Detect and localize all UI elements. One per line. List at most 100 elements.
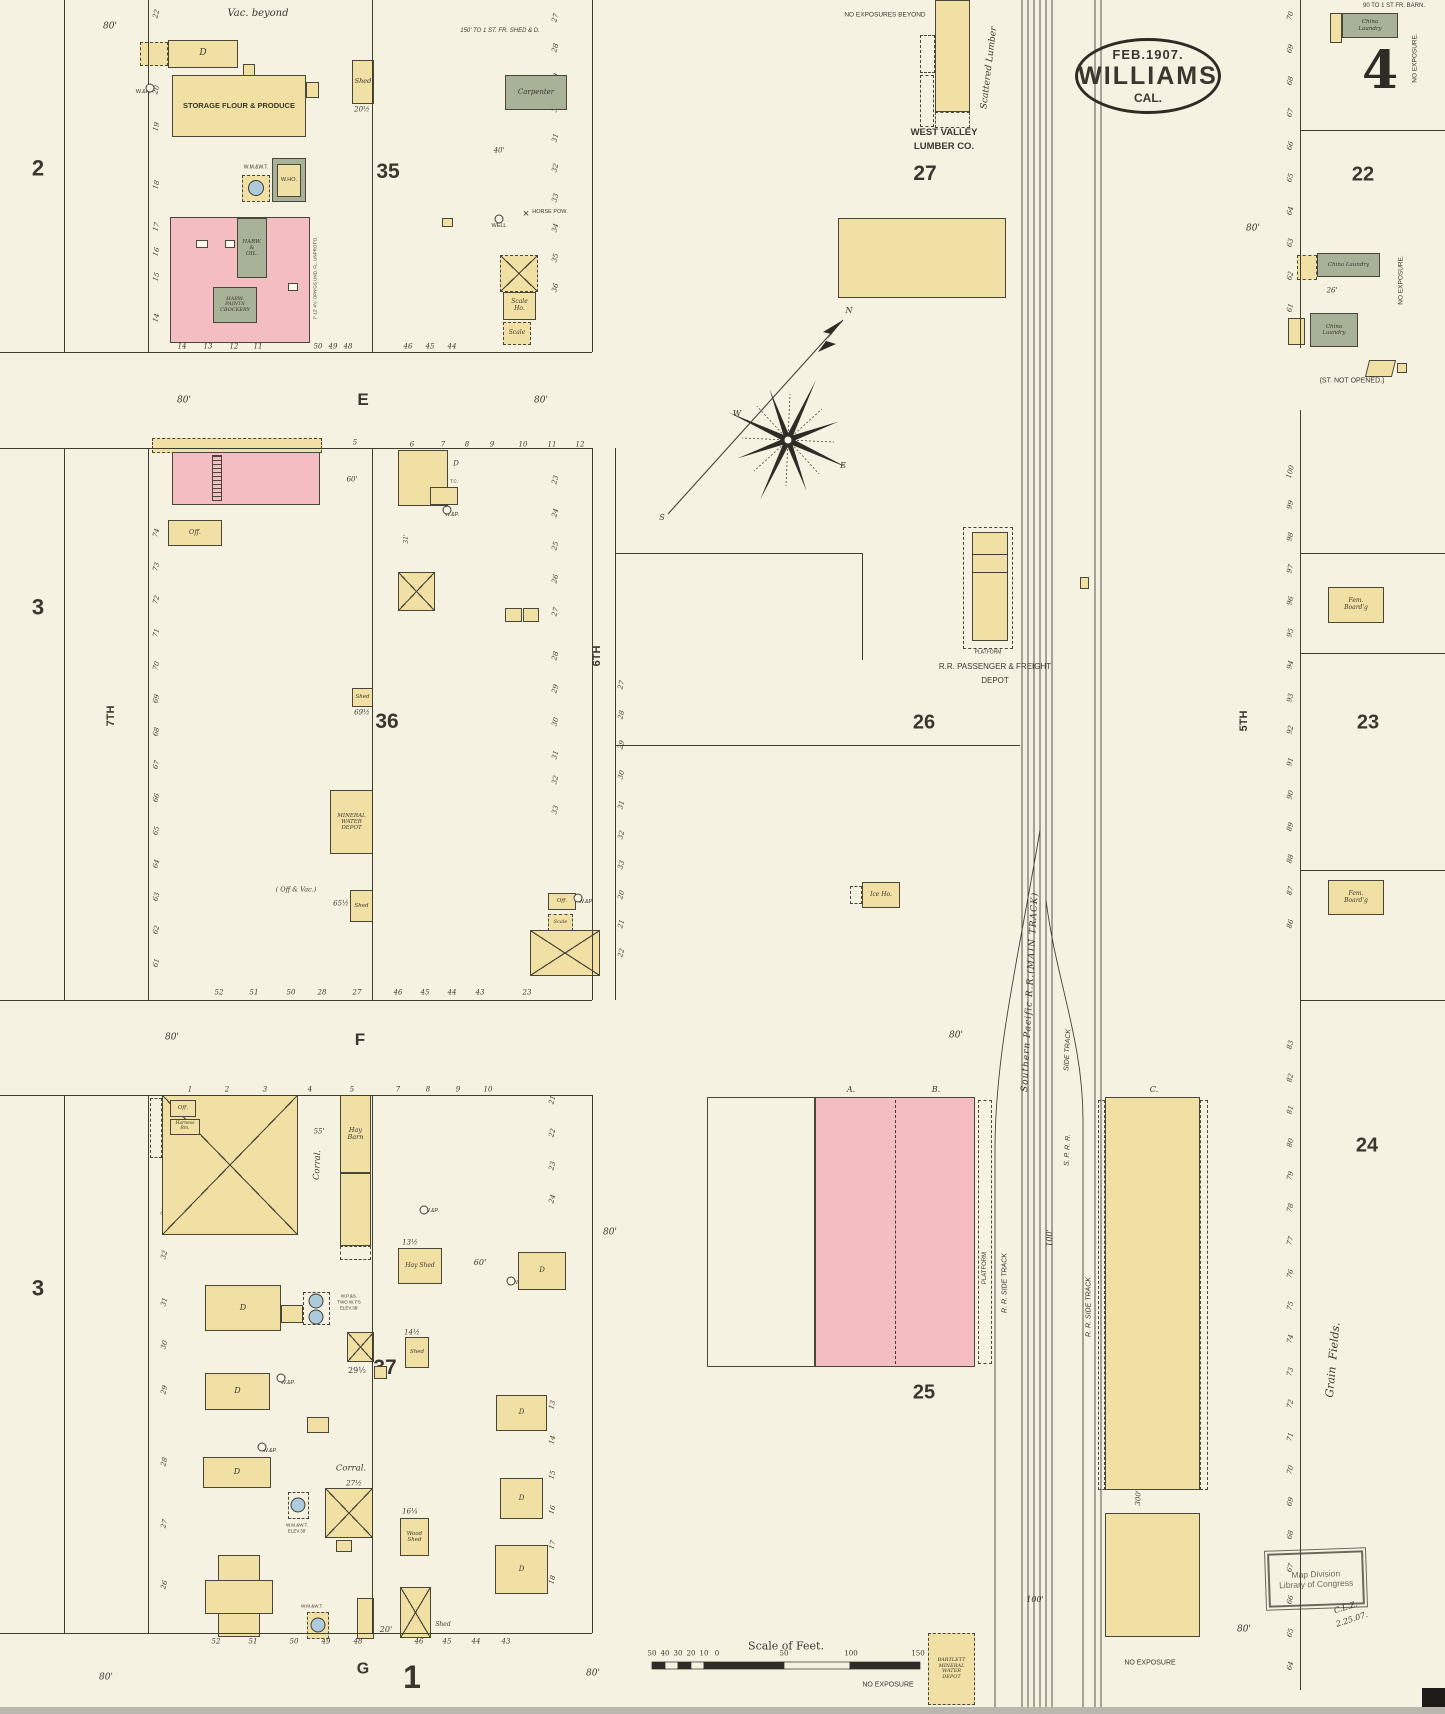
map-label: (ST. NOT OPENED.): [1319, 377, 1385, 385]
building: [1330, 13, 1342, 43]
building-label: Hay Shed: [405, 1261, 435, 1269]
map-label: 80': [99, 1672, 113, 1683]
map-label: 23: [1356, 711, 1380, 734]
scale-bar-segment: [849, 1661, 921, 1670]
building-label: Shed: [355, 694, 370, 701]
building: D: [205, 1285, 281, 1331]
map-label: 27½: [346, 1479, 362, 1488]
map-label: Shed: [435, 1620, 451, 1628]
building: [1105, 1097, 1200, 1490]
compass-ray-dotted: [785, 394, 791, 486]
scan-edge-strip: [0, 1707, 1445, 1714]
building: Scale: [503, 322, 531, 345]
map-label: 5TH: [1238, 710, 1251, 732]
map-label: 60': [346, 475, 358, 484]
building-label: Shed: [409, 1349, 425, 1356]
map-label: 80': [603, 1227, 617, 1238]
map-title-date: FEB.1907.: [1112, 47, 1184, 62]
map-label: 14½: [404, 1328, 420, 1337]
map-label: 7TH: [105, 705, 118, 727]
map-label: 150' TO 1 ST. FR. SHED & D.: [460, 27, 540, 34]
map-label: W.&P.: [262, 1448, 278, 1455]
lot-number: 49: [328, 342, 338, 351]
parcel-line: [0, 1633, 592, 1634]
lot-number: 12: [575, 440, 585, 449]
building: [442, 218, 453, 227]
building-label: Rm.: [180, 1126, 190, 1131]
building: Off.: [170, 1100, 196, 1117]
map-label: 29½: [348, 1365, 366, 1375]
parcel-line: [1300, 653, 1445, 654]
water-tank-symbol: [308, 1293, 324, 1309]
building-label: HARW.: [242, 238, 262, 245]
building-label: DEPOT: [341, 825, 362, 832]
map-label: Corral.: [311, 1149, 324, 1181]
lot-number: 11: [253, 342, 263, 351]
building-label: OIL.: [245, 251, 259, 258]
building: [398, 572, 435, 611]
compass-ray: [780, 436, 848, 468]
compass-ray: [728, 412, 796, 444]
building: [935, 0, 970, 112]
parcel-line: [64, 1095, 65, 1633]
building-label: D: [518, 1408, 525, 1417]
building-label: D: [239, 1302, 247, 1312]
building-label: CROCKERY: [220, 306, 250, 313]
map-label: S: [659, 512, 665, 522]
lot-number: 50: [313, 342, 323, 351]
building: Scale: [548, 914, 573, 931]
map-label: A.: [846, 1084, 856, 1094]
map-label: ELEV.38': [339, 1305, 359, 1311]
scale-bar-segment: [783, 1661, 851, 1670]
building: [920, 75, 934, 127]
well-and-pump-symbol: [145, 83, 155, 93]
map-label: 27: [913, 161, 937, 185]
scale-bar-tick: 10: [699, 1649, 709, 1658]
map-label: WELL: [491, 223, 507, 230]
compass-center: [780, 432, 796, 448]
lot-number: 23: [522, 988, 532, 997]
building: D: [203, 1457, 271, 1488]
building-label: D: [234, 1386, 241, 1396]
sheet-number: 4: [1362, 40, 1399, 101]
building: [340, 1246, 371, 1260]
lot-number: 2: [224, 1085, 230, 1094]
lot-number: 45: [420, 988, 430, 997]
parcel-line: [1300, 553, 1445, 554]
building-label: BARTLETT: [937, 1657, 966, 1663]
map-label: 25: [912, 1381, 936, 1404]
lot-number: 10: [518, 440, 528, 449]
building-label: Fem.: [1348, 597, 1364, 605]
parcel-line: [148, 0, 149, 352]
building: [205, 1580, 273, 1614]
building-label: PAINTS: [225, 301, 245, 308]
building: [935, 112, 970, 128]
map-label: 20': [379, 1624, 393, 1634]
scale-bar-segment: [690, 1661, 705, 1670]
parcel-line: [148, 1095, 149, 1633]
water-tank-symbol: [308, 1309, 324, 1325]
lot-number: 52: [214, 988, 224, 997]
railroad-track-line: [1045, 899, 1084, 1714]
lot-number: 44: [447, 342, 457, 351]
building: [172, 452, 320, 505]
building: [288, 283, 298, 291]
well-and-pump-symbol: [257, 1442, 267, 1452]
building: D: [495, 1545, 548, 1594]
building: D: [496, 1395, 547, 1431]
compass-center: [783, 435, 793, 445]
building: Shed: [405, 1337, 429, 1368]
building-label: Fem.: [1348, 889, 1364, 897]
lot-number: 14: [177, 342, 187, 351]
map-label: 90 TO 1 ST FR. BARN.: [1362, 2, 1426, 9]
lot-number: 13: [203, 342, 213, 351]
parcel-line: [0, 352, 592, 353]
compass-ray-dotted: [785, 394, 791, 486]
lot-number: 28: [317, 988, 327, 997]
building: [963, 527, 1013, 649]
lot-number: 46: [414, 1637, 424, 1646]
